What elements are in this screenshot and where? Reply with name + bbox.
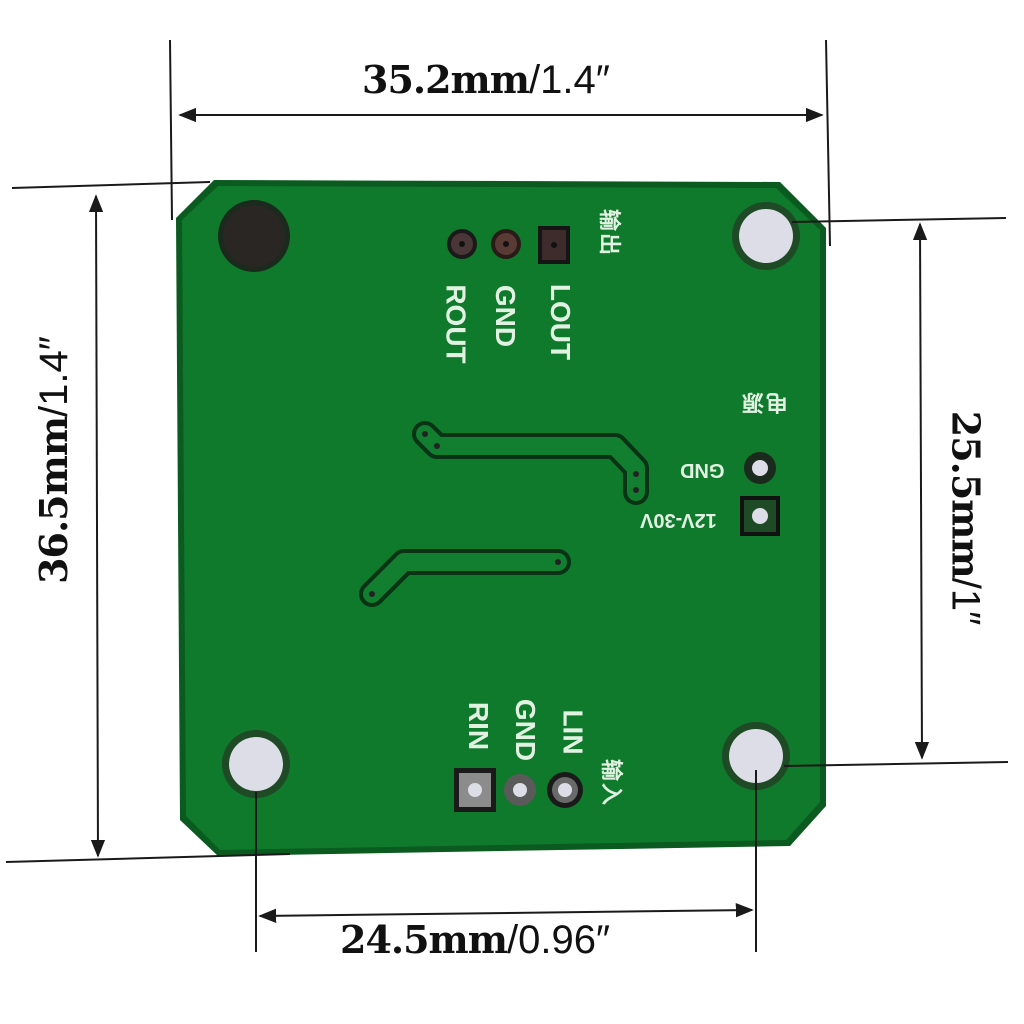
mounting-hole-bottom-right [722, 722, 790, 790]
input-pin-lin: LIN [557, 709, 589, 755]
output-header-pads [447, 226, 570, 264]
dimension-lines [5, 39, 1009, 952]
mounting-hole-top-right [732, 202, 800, 270]
width-dimension-label: 35.2mm/1.4″ [362, 60, 610, 100]
power-header-pads [740, 452, 780, 536]
output-header-title: 输出 [596, 208, 622, 258]
power-pin-12v-30v: 12V-30V [640, 509, 717, 531]
pcb-board [176, 180, 826, 856]
height-mm: 36.5mm [30, 416, 76, 584]
width-mm: 35.2mm [362, 57, 530, 102]
output-pin-lout: LOUT [545, 283, 577, 361]
height-dimension-label: 36.5mm/1.4″ [30, 336, 76, 584]
hole-spacing-horizontal-mm: 24.5mm [340, 917, 508, 962]
power-header-title: 电源 [740, 389, 789, 414]
input-header-title: 输入 [598, 758, 624, 808]
mounting-hole-top-left [218, 200, 290, 272]
hole-spacing-horizontal-label: 24.5mm/0.96″ [340, 920, 610, 960]
hole-spacing-vertical-label: 25.5mm/1″ [943, 410, 989, 626]
hole-spacing-vertical-inch: /1″ [943, 577, 988, 626]
pcb-traces [359, 421, 649, 607]
hole-spacing-vertical-mm: 25.5mm [943, 410, 989, 578]
input-pin-gnd: GND [510, 698, 542, 762]
width-inch: /1.4″ [528, 58, 610, 102]
output-pin-gnd: GND [490, 284, 522, 348]
hole-spacing-horizontal-inch: /0.96″ [506, 918, 611, 962]
mounting-hole-bottom-left [222, 730, 290, 798]
power-pin-gnd: GND [680, 459, 725, 481]
input-pin-rin: RIN [463, 701, 495, 751]
output-pin-rout: ROUT [440, 284, 472, 364]
input-header-pads [454, 768, 583, 812]
height-inch: /1.4″ [31, 336, 76, 417]
